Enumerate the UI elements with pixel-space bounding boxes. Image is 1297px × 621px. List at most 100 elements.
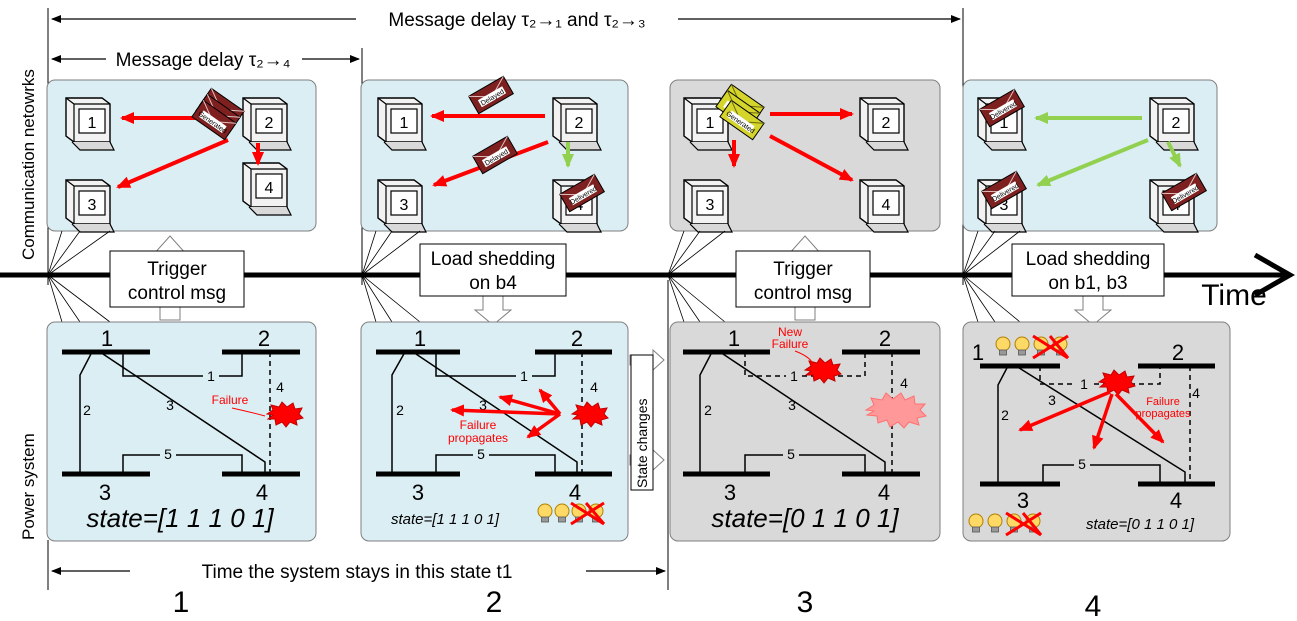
- failure-propagates-label: Failure: [460, 418, 497, 432]
- computer-icon: 3: [65, 179, 115, 233]
- callout-load-shedding-b4: Load shedding on b4: [419, 243, 567, 297]
- callout-trigger-1: Trigger control msg: [109, 250, 245, 308]
- svg-text:4: 4: [878, 480, 890, 505]
- svg-text:2: 2: [704, 402, 712, 418]
- svg-text:2: 2: [1001, 407, 1009, 423]
- svg-text:3: 3: [788, 397, 796, 413]
- svg-text:2: 2: [571, 326, 583, 351]
- svg-text:2: 2: [396, 402, 404, 418]
- svg-text:2: 2: [265, 115, 274, 132]
- svg-text:2: 2: [882, 115, 891, 132]
- failure-propagates-label: propagates: [448, 431, 508, 445]
- svg-text:5: 5: [787, 446, 795, 462]
- svg-text:control msg: control msg: [128, 283, 226, 304]
- computer-icon: 2: [552, 97, 602, 151]
- computer-icon: 3: [683, 179, 733, 233]
- svg-text:1: 1: [88, 115, 97, 132]
- svg-text:2: 2: [83, 402, 91, 418]
- svg-text:1: 1: [101, 326, 113, 351]
- delay-short-label: Message delay τ₂→₄: [116, 50, 291, 71]
- svg-text:on b4: on b4: [469, 273, 517, 294]
- svg-text:control msg: control msg: [754, 283, 852, 304]
- svg-text:Load shedding: Load shedding: [1026, 249, 1151, 270]
- svg-text:2: 2: [575, 115, 584, 132]
- svg-text:1: 1: [400, 115, 409, 132]
- delay-long-label: Message delay τ₂→₁ and τ₂→₃: [388, 10, 645, 31]
- svg-text:2: 2: [879, 326, 891, 351]
- new-failure-label: New: [778, 325, 802, 339]
- svg-text:2: 2: [1172, 115, 1181, 132]
- svg-text:1: 1: [520, 368, 528, 384]
- svg-text:1: 1: [414, 326, 426, 351]
- computer-icon: 1: [65, 97, 115, 151]
- computer-icon: 1: [977, 97, 1027, 151]
- svg-text:Load shedding: Load shedding: [431, 249, 556, 270]
- stage-number: 3: [797, 586, 814, 619]
- svg-text:2: 2: [1172, 340, 1184, 365]
- svg-text:5: 5: [477, 446, 485, 462]
- svg-text:4: 4: [276, 379, 284, 395]
- svg-text:5: 5: [164, 446, 172, 462]
- computer-icon: 4: [242, 162, 292, 216]
- svg-text:3: 3: [88, 197, 97, 214]
- svg-text:1: 1: [728, 326, 740, 351]
- state-label: state=[0 1 1 0 1]: [711, 503, 899, 533]
- svg-text:1: 1: [790, 368, 798, 384]
- svg-text:3: 3: [1000, 197, 1009, 214]
- stage-number: 2: [486, 586, 503, 619]
- svg-text:1: 1: [207, 368, 215, 384]
- state-label: state=[0 1 1 0 1]: [1086, 516, 1195, 533]
- svg-text:4: 4: [1170, 488, 1182, 513]
- svg-text:2: 2: [258, 326, 270, 351]
- power-panel-1: [46, 321, 317, 542]
- side-label-comm: Communication netowrks: [19, 69, 38, 260]
- svg-text:1: 1: [1080, 376, 1088, 392]
- time-axis-label: Time: [1201, 279, 1267, 312]
- svg-text:1: 1: [972, 340, 984, 365]
- svg-text:3: 3: [412, 480, 424, 505]
- callout-trigger-2: Trigger control msg: [735, 250, 871, 308]
- computer-icon: 1: [377, 97, 427, 151]
- stage-number: 1: [173, 586, 190, 619]
- svg-text:3: 3: [400, 197, 409, 214]
- time-in-state-label: Time the system stays in this state t1: [202, 562, 513, 583]
- power-panel-3: [669, 321, 941, 542]
- computer-icon: 3: [977, 179, 1027, 233]
- svg-text:1: 1: [1000, 115, 1009, 132]
- svg-text:3: 3: [1017, 488, 1029, 513]
- svg-text:Trigger: Trigger: [147, 259, 207, 280]
- svg-text:5: 5: [1078, 456, 1086, 472]
- computer-icon: 3: [377, 179, 427, 233]
- svg-text:4: 4: [1192, 385, 1200, 401]
- state-changes-label: State changes: [634, 398, 650, 488]
- computer-icon: 2: [242, 97, 292, 151]
- computer-icon: 2: [1149, 97, 1199, 151]
- svg-text:1: 1: [706, 115, 715, 132]
- state-label: state=[1 1 1 0 1]: [391, 511, 500, 528]
- failure-propagates-label: Failure: [1146, 396, 1180, 408]
- callout-load-shedding-b1-b3: Load shedding on b1, b3: [1011, 243, 1165, 297]
- power-panel-2: [360, 321, 629, 542]
- svg-text:3: 3: [706, 197, 715, 214]
- side-label-power: Power system: [19, 433, 38, 540]
- svg-text:Trigger: Trigger: [773, 259, 833, 280]
- computer-icon: 1: [683, 97, 733, 151]
- svg-text:4: 4: [590, 379, 598, 395]
- svg-text:3: 3: [1048, 392, 1056, 408]
- svg-text:4: 4: [569, 480, 581, 505]
- svg-text:on b1, b3: on b1, b3: [1048, 273, 1127, 294]
- svg-text:3: 3: [166, 397, 174, 413]
- svg-text:3: 3: [479, 397, 487, 413]
- svg-text:4: 4: [256, 480, 268, 505]
- failure-propagates-label: propagates: [1135, 408, 1191, 420]
- svg-text:4: 4: [882, 197, 891, 214]
- stage-number: 4: [1085, 590, 1102, 621]
- svg-text:4: 4: [265, 180, 274, 197]
- state-label: state=[1 1 1 0 1]: [86, 503, 274, 533]
- new-failure-label: Failure: [772, 337, 809, 351]
- svg-text:4: 4: [900, 375, 908, 391]
- svg-text:3: 3: [99, 480, 111, 505]
- computer-icon: 4: [859, 179, 909, 233]
- svg-text:3: 3: [724, 480, 736, 505]
